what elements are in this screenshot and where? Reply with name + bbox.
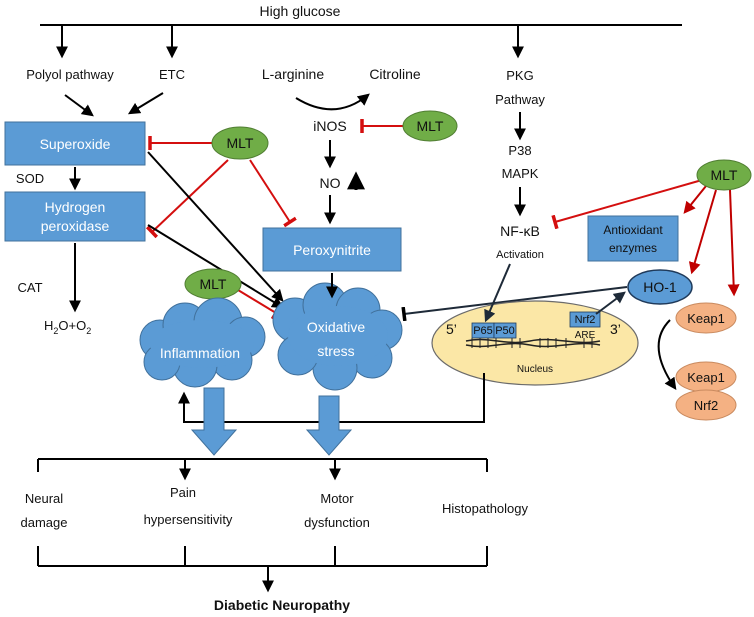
peroxynitrite-box [262, 227, 402, 272]
antioxidant-label-line1: Antioxidant [603, 223, 663, 237]
neural-label-line2: damage [21, 515, 68, 530]
mlt-inos-label: MLT [417, 118, 444, 134]
pain-label-line2: hypersensitivity [144, 512, 233, 527]
inflammation-label: Inflammation [160, 345, 240, 361]
no-label: NO [320, 175, 341, 191]
pkg-label-line1: PKG [506, 68, 533, 83]
nucleus-label: Nucleus [517, 364, 553, 375]
mlt-node-left [211, 126, 269, 160]
arrow-nrf2-ho1 [595, 291, 626, 315]
high-glucose-label: High glucose [260, 3, 341, 19]
mlt-inhibit-peroxynitrite [249, 159, 297, 228]
p65-label: P65 [473, 325, 493, 337]
arrow-superoxide-oxidative [147, 151, 284, 302]
inflammation-cloud [139, 297, 266, 388]
antioxidant-label-line2: enzymes [609, 241, 657, 255]
hydrogen-peroxidase-box [4, 191, 146, 242]
mlt-middle-label: MLT [200, 276, 227, 292]
mlt-node-inos [402, 110, 458, 142]
three-prime-label: 3’ [610, 321, 621, 337]
superoxide-box [4, 121, 146, 166]
five-prime-label: 5’ [446, 321, 457, 337]
dna-helix [465, 338, 601, 348]
keap1-release-arc [657, 319, 677, 390]
mlt-arrow-antioxidant [683, 185, 707, 214]
pkg-label-line2: Pathway [495, 92, 545, 107]
arginine-to-citroline-arc [295, 93, 370, 111]
histopathology-label: Histopathology [442, 501, 528, 516]
superoxide-label: Superoxide [40, 136, 111, 152]
p50-label: P50 [495, 325, 515, 337]
oxidative-label-line2: stress [317, 343, 354, 359]
hydrogen-label-line2: peroxidase [41, 218, 110, 234]
nrf2-nucleus-label: Nrf2 [575, 314, 596, 326]
keap1-complex-label: Keap1 [687, 370, 725, 385]
keap1-node [675, 302, 737, 334]
mlt-right-label: MLT [711, 167, 738, 183]
big-arrow-inflammation [190, 387, 238, 456]
inos-label: iNOS [313, 118, 346, 134]
ho1-node [627, 269, 693, 305]
polyol-pathway-label: Polyol pathway [26, 67, 114, 82]
ho1-inhibit-oxidative [401, 286, 628, 322]
mlt-left-label: MLT [227, 135, 254, 151]
big-arrow-oxidative [305, 395, 353, 456]
nrf2-nucleus-box [569, 311, 601, 328]
nfkb-activation-label: Activation [496, 249, 544, 261]
l-arginine-label: L-arginine [262, 66, 324, 82]
ho1-label: HO-1 [643, 279, 677, 295]
h2o-o2-label: H2O+O2 [44, 318, 91, 336]
arrow-etc-superoxide [127, 92, 164, 115]
p38-label-line1: P38 [508, 143, 531, 158]
p50-box [493, 322, 517, 339]
arrow-nfkb-p65p50 [484, 263, 511, 323]
p38-label-line2: MAPK [502, 166, 539, 181]
oxidative-label-line1: Oxidative [307, 319, 366, 335]
neural-label-line1: Neural [25, 491, 63, 506]
pain-label-line1: Pain [170, 485, 196, 500]
citroline-label: Citroline [369, 66, 421, 82]
nrf2-complex-label: Nrf2 [694, 398, 719, 413]
sod-label: SOD [16, 171, 44, 186]
mlt-arrow-keap1 [727, 189, 740, 297]
antioxidant-enzymes-box [587, 215, 679, 262]
mlt-inhibit-hydrogen [145, 159, 229, 239]
motor-label-line1: Motor [320, 491, 354, 506]
mlt-inhibit-nfkb [551, 179, 703, 230]
keap1-label: Keap1 [687, 311, 725, 326]
motor-label-line2: dysfunction [304, 515, 370, 530]
nfkb-label: NF-κB [500, 223, 540, 239]
peroxynitrite-label: Peroxynitrite [293, 242, 371, 258]
cat-label: CAT [17, 280, 42, 295]
mlt-inhibit-oxidative [237, 289, 282, 320]
hydrogen-label-line1: Hydrogen [45, 199, 106, 215]
etc-label: ETC [159, 67, 185, 82]
are-label: ARE [575, 330, 596, 341]
arrow-polyol-superoxide [64, 94, 94, 117]
diabetic-neuropathy-label: Diabetic Neuropathy [214, 597, 350, 613]
mlt-arrow-ho1 [688, 189, 717, 275]
mlt-node-right [696, 159, 752, 191]
nrf2-complex-node [675, 389, 737, 421]
arrow-hydrogen-oxidative [147, 224, 285, 309]
oxidative-stress-cloud [272, 282, 403, 391]
